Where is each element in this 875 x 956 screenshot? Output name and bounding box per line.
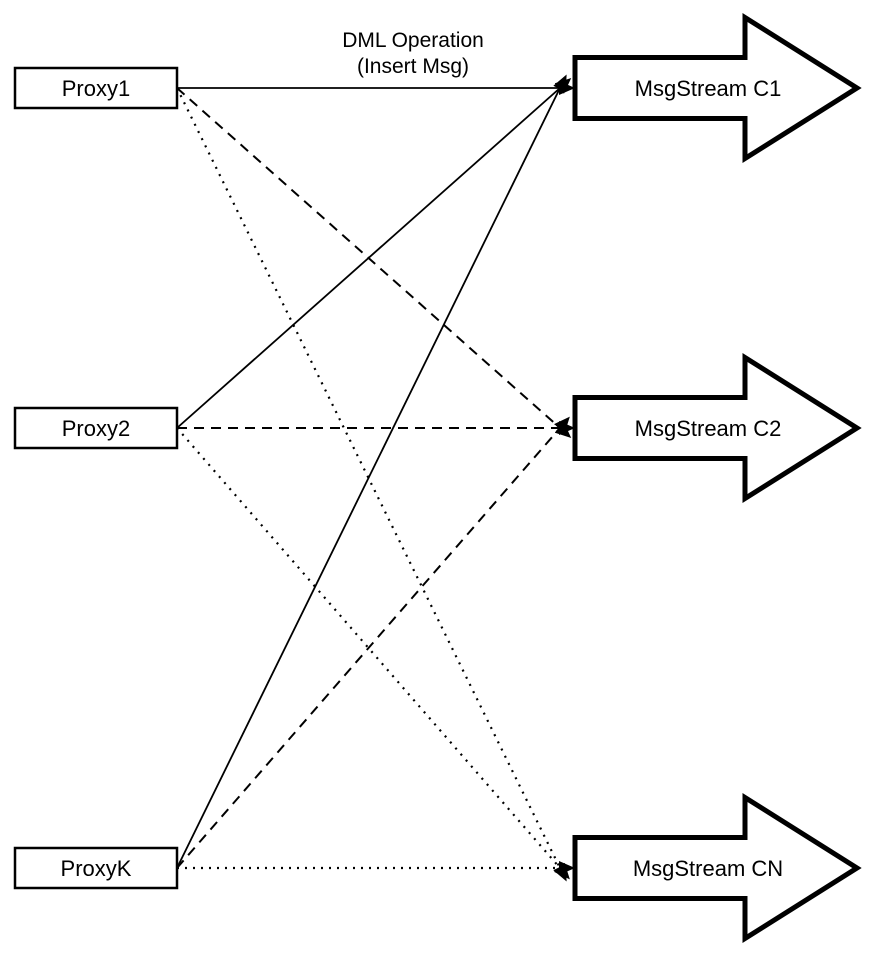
dml-operation-annotation-line2: (Insert Msg) bbox=[357, 55, 469, 78]
node-msgstream-cn: MsgStream CN bbox=[572, 792, 862, 944]
node-proxy2: Proxy2 bbox=[13, 406, 179, 450]
msgstream-cn-arrow-shape bbox=[572, 792, 862, 944]
edge-proxy2-to-c1-solid bbox=[176, 78, 572, 429]
dml-operation-annotation-line1: DML Operation bbox=[342, 29, 484, 52]
node-msgstream-c2: MsgStream C2 bbox=[572, 352, 862, 504]
edges-layer bbox=[176, 74, 575, 882]
proxy2-label: Proxy2 bbox=[62, 416, 130, 441]
proxyk-label: ProxyK bbox=[61, 856, 132, 881]
msgstream-c1-arrow-shape bbox=[572, 12, 862, 164]
edge-proxy1-to-cn-dotted bbox=[176, 87, 567, 882]
proxy1-box bbox=[13, 66, 179, 110]
proxyk-box bbox=[13, 846, 179, 890]
msgstream-c1-label: MsgStream C1 bbox=[635, 76, 782, 101]
node-proxyk: ProxyK bbox=[13, 846, 179, 890]
msgstream-c2-label: MsgStream C2 bbox=[635, 416, 782, 441]
edge-proxyk-to-c1-solid bbox=[176, 74, 567, 869]
proxy1-label: Proxy1 bbox=[62, 76, 130, 101]
edge-proxyk-to-c2-dashed bbox=[176, 416, 570, 869]
proxy2-box bbox=[13, 406, 179, 450]
msgstream-c2-arrow-shape bbox=[572, 352, 862, 504]
edge-proxy2-to-cn-dotted bbox=[176, 427, 570, 880]
node-msgstream-c1: MsgStream C1 bbox=[572, 12, 862, 164]
node-proxy1: Proxy1 bbox=[13, 66, 179, 110]
msgstream-cn-label: MsgStream CN bbox=[633, 856, 783, 881]
